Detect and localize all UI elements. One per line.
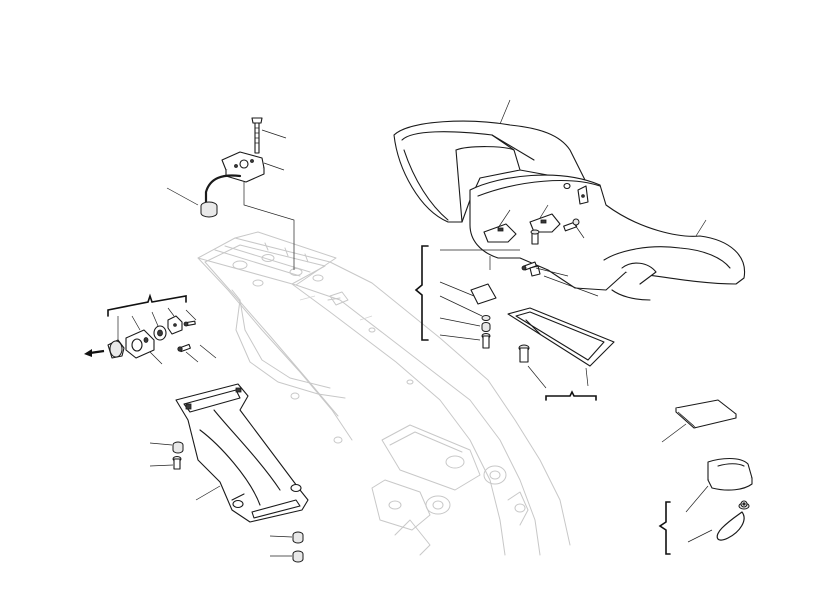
seat-damper-plate <box>470 283 497 305</box>
owners-manual-icon <box>675 399 737 429</box>
seat-washer <box>481 315 491 321</box>
seat-cowl-pad-icon <box>707 457 753 491</box>
ghost-frame <box>197 231 571 556</box>
lock-cable <box>204 174 242 206</box>
seat-kit-brace-horizontal <box>545 390 597 401</box>
tail-undertray <box>149 383 309 563</box>
lock-plate <box>167 315 183 335</box>
seat-lock-parts-kit <box>84 293 217 365</box>
lock-housing <box>125 329 155 359</box>
front-arrow-icon <box>84 349 105 357</box>
lock-screw <box>251 117 263 154</box>
lock-knob <box>107 339 125 359</box>
helmet-cable-icon <box>716 500 750 541</box>
kit-screw-lower <box>177 343 191 353</box>
seat-nut <box>481 322 491 332</box>
seat-assembly <box>393 99 746 401</box>
seat-kit-brace-vertical <box>414 245 429 341</box>
lock-body <box>221 151 265 183</box>
tray-bolt <box>518 344 530 363</box>
seat-lock-assembly <box>166 117 295 270</box>
lock-ring <box>153 325 167 341</box>
undertray-spacer <box>172 441 184 454</box>
undertray-nut-upper <box>292 531 304 544</box>
undertray-nut-lower <box>292 550 304 563</box>
cable-end-cap <box>200 201 218 218</box>
seat-clip <box>529 265 541 277</box>
accessory-brace <box>658 501 671 555</box>
seat-bolt-vertical <box>481 333 491 349</box>
undertray-bolt <box>172 456 182 470</box>
accessories <box>658 399 753 555</box>
seat-tray <box>507 307 615 367</box>
kit-screw-upper <box>183 320 196 327</box>
seat-pin <box>530 229 540 245</box>
kit-brace <box>107 293 187 317</box>
seat-hook <box>577 185 589 205</box>
seat-screw-rear <box>563 218 580 232</box>
seat-bracket-left <box>483 223 517 243</box>
